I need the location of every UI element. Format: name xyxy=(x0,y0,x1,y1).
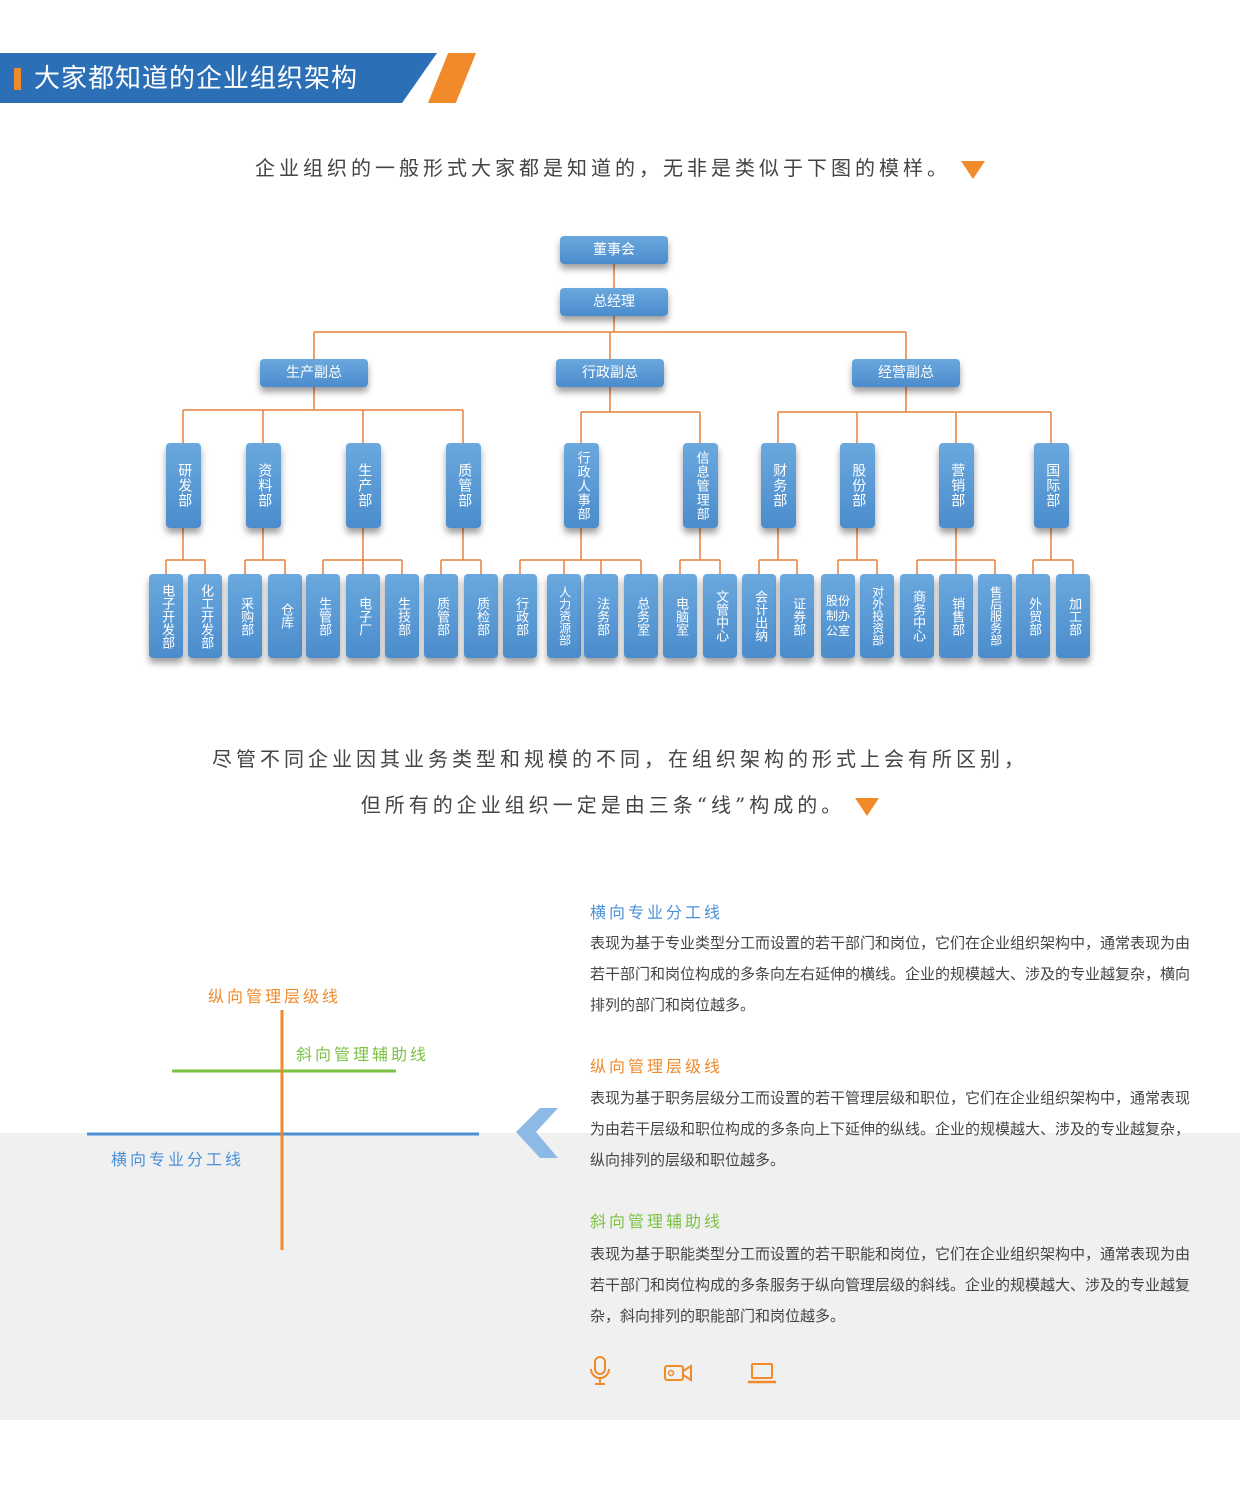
org-node-leaf: 行政部 xyxy=(503,574,537,658)
org-node-leaf: 证券部 xyxy=(780,574,814,658)
org-node-leaf: 采购部 xyxy=(228,574,262,658)
down-triangle-icon xyxy=(855,797,880,816)
org-node-leaf-label: 股份制办公室 xyxy=(825,593,850,638)
org-node-leaf: 外贸部 xyxy=(1016,574,1050,658)
paragraph-line-2-block: 但所有的企业组织一定是由三条“线”构成的。 xyxy=(0,789,1240,818)
horizontal-line-label: 横向专业分工线 xyxy=(111,1150,245,1169)
section-body-diagonal: 表现为基于职能类型分工而设置的若干职能和岗位，它们在企业组织架构中，通常表现为由… xyxy=(590,1245,1191,1325)
org-node-board: 董事会 xyxy=(560,236,668,264)
org-node-leaf: 股份制办公室 xyxy=(821,574,855,658)
org-node-dept: 研发部 xyxy=(166,443,201,528)
org-node-leaf: 加工部 xyxy=(1056,574,1090,658)
video-camera-icon xyxy=(664,1364,692,1382)
section-title-horizontal: 横向专业分工线 xyxy=(590,903,724,922)
org-node-leaf: 仓库 xyxy=(268,574,302,658)
org-node-leaf: 生管部 xyxy=(306,574,340,658)
org-node-leaf: 销售部 xyxy=(939,574,973,658)
org-node-dept: 质管部 xyxy=(446,443,481,528)
org-node-vp: 经营副总 xyxy=(852,359,960,387)
org-node-dept: 行政人事部 xyxy=(564,443,599,528)
org-node-leaf: 质管部 xyxy=(424,574,458,658)
vertical-line-label: 纵向管理层级线 xyxy=(208,987,342,1006)
org-node-dept: 国际部 xyxy=(1034,443,1069,528)
org-node-leaf: 总务室 xyxy=(624,574,658,658)
org-node-leaf: 电子厂 xyxy=(346,574,380,658)
org-node-dept: 资料部 xyxy=(246,443,281,528)
org-node-dept: 股份部 xyxy=(840,443,875,528)
org-node-dept: 财务部 xyxy=(761,443,796,528)
org-node-ceo: 总经理 xyxy=(560,288,668,316)
down-triangle-icon xyxy=(961,160,985,179)
gray-background-panel xyxy=(0,1133,1240,1420)
org-node-leaf: 文管中心 xyxy=(703,574,737,658)
org-node-leaf: 生技部 xyxy=(385,574,419,658)
org-chart-connectors xyxy=(165,263,1074,574)
section-title-diagonal: 斜向管理辅助线 xyxy=(590,1212,724,1231)
laptop-icon xyxy=(748,1363,776,1384)
org-node-vp: 行政副总 xyxy=(556,359,664,387)
org-node-leaf: 对外投资部 xyxy=(860,574,894,658)
intro-text: 企业组织的一般形式大家都是知道的，无非是类似于下图的模样。 xyxy=(255,156,951,180)
microphone-icon xyxy=(590,1356,610,1385)
org-node-dept: 信息管理部 xyxy=(683,443,718,528)
org-node-leaf: 法务部 xyxy=(584,574,618,658)
org-node-leaf: 电脑室 xyxy=(663,574,697,658)
paragraph-line-1: 尽管不同企业因其业务类型和规模的不同，在组织架构的形式上会有所区别， xyxy=(212,747,1028,771)
three-lines-diagram xyxy=(87,1010,558,1390)
org-node-leaf: 售后服务部 xyxy=(978,574,1012,658)
org-node-leaf: 电子开发部 xyxy=(149,574,183,658)
diagonal-line-label: 斜向管理辅助线 xyxy=(296,1045,430,1064)
org-node-leaf: 会计出纳 xyxy=(742,574,776,658)
paragraph-line-2: 但所有的企业组织一定是由三条“线”构成的。 xyxy=(360,793,846,817)
org-node-vp: 生产副总 xyxy=(260,359,368,387)
header-accent-left xyxy=(14,68,21,90)
section-body-horizontal: 表现为基于专业类型分工而设置的若干部门和岗位，它们在企业组织架构中，通常表现为由… xyxy=(590,934,1191,1014)
section-title-vertical: 纵向管理层级线 xyxy=(590,1057,724,1076)
org-node-leaf: 人力资源部 xyxy=(547,574,581,658)
org-node-dept: 营销部 xyxy=(939,443,974,528)
org-node-leaf: 化工开发部 xyxy=(188,574,222,658)
org-node-leaf: 商务中心 xyxy=(900,574,934,658)
header-bar xyxy=(0,53,437,103)
org-node-dept: 生产部 xyxy=(346,443,381,528)
page-title: 大家都知道的企业组织架构 xyxy=(34,64,359,94)
section-body-vertical: 表现为基于职务层级分工而设置的若干管理层级和职位，它们在企业组织架构中，通常表现… xyxy=(590,1089,1191,1169)
org-node-leaf: 质检部 xyxy=(464,574,498,658)
intro-text-block: 企业组织的一般形式大家都是知道的，无非是类似于下图的模样。 xyxy=(0,152,1240,181)
